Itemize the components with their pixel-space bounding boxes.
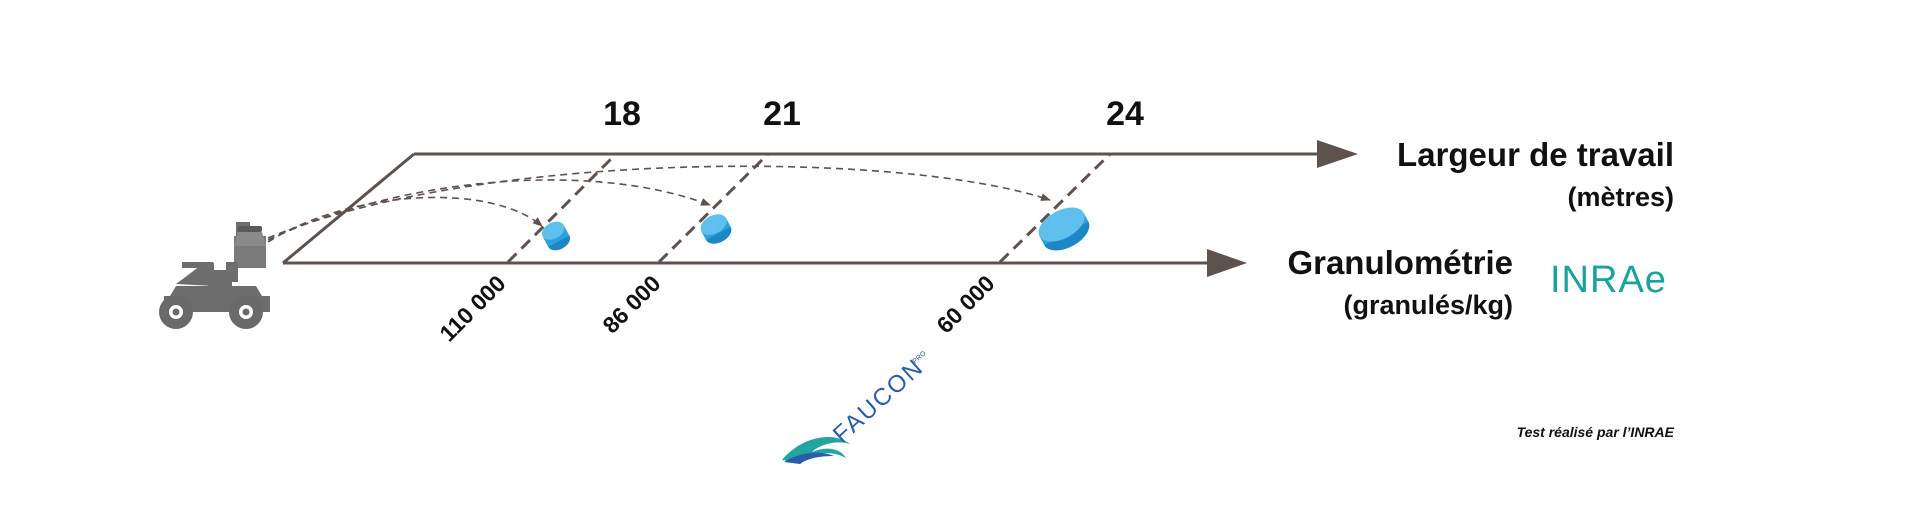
trajectories: [267, 165, 1051, 243]
measurement-lines: [506, 152, 1112, 264]
faucon-logo-text: FAUCON: [828, 353, 929, 448]
width-mark-18: 18: [603, 95, 641, 133]
dashed-line-18: [506, 152, 618, 264]
axis-plane: [282, 140, 1358, 277]
granulometry-marks: 110 000 86 000 60 000: [434, 270, 999, 346]
bottom-axis-unit: (granulés/kg): [1343, 290, 1513, 320]
width-mark-24: 24: [1106, 95, 1144, 133]
credit-text: Test réalisé par l’INRAE: [1517, 424, 1675, 440]
granule-icon: [541, 221, 571, 251]
width-mark-21: 21: [763, 95, 801, 133]
inrae-logo: INRAe: [1550, 259, 1667, 301]
bottom-axis-title: Granulométrie: [1287, 244, 1513, 281]
granulometry-mark-60000: 60 000: [931, 270, 999, 338]
granule-icon: [700, 214, 732, 244]
granulometry-mark-86000: 86 000: [597, 270, 665, 338]
granulometry-mark-110000: 110 000: [434, 270, 510, 346]
granule-icon: [1038, 207, 1090, 251]
bottom-axis-arrowhead: [1207, 249, 1247, 277]
dashed-trajectory-arrow: [267, 179, 711, 241]
working-width-marks: 18 21 24: [603, 95, 1144, 133]
quad-spreader-icon: [159, 222, 270, 329]
dashed-line-24: [998, 152, 1112, 264]
top-axis-arrowhead: [1317, 140, 1358, 168]
inrae-logo-text: INRAe: [1550, 259, 1667, 301]
dashed-trajectory-arrow: [267, 165, 1051, 239]
dashed-line-21: [657, 152, 770, 264]
faucon-logo: FAUCON PRO: [782, 350, 929, 464]
top-axis-title: Largeur de travail: [1397, 136, 1674, 173]
dashed-trajectory-arrow: [267, 196, 543, 243]
top-axis-unit: (mètres): [1567, 182, 1674, 212]
